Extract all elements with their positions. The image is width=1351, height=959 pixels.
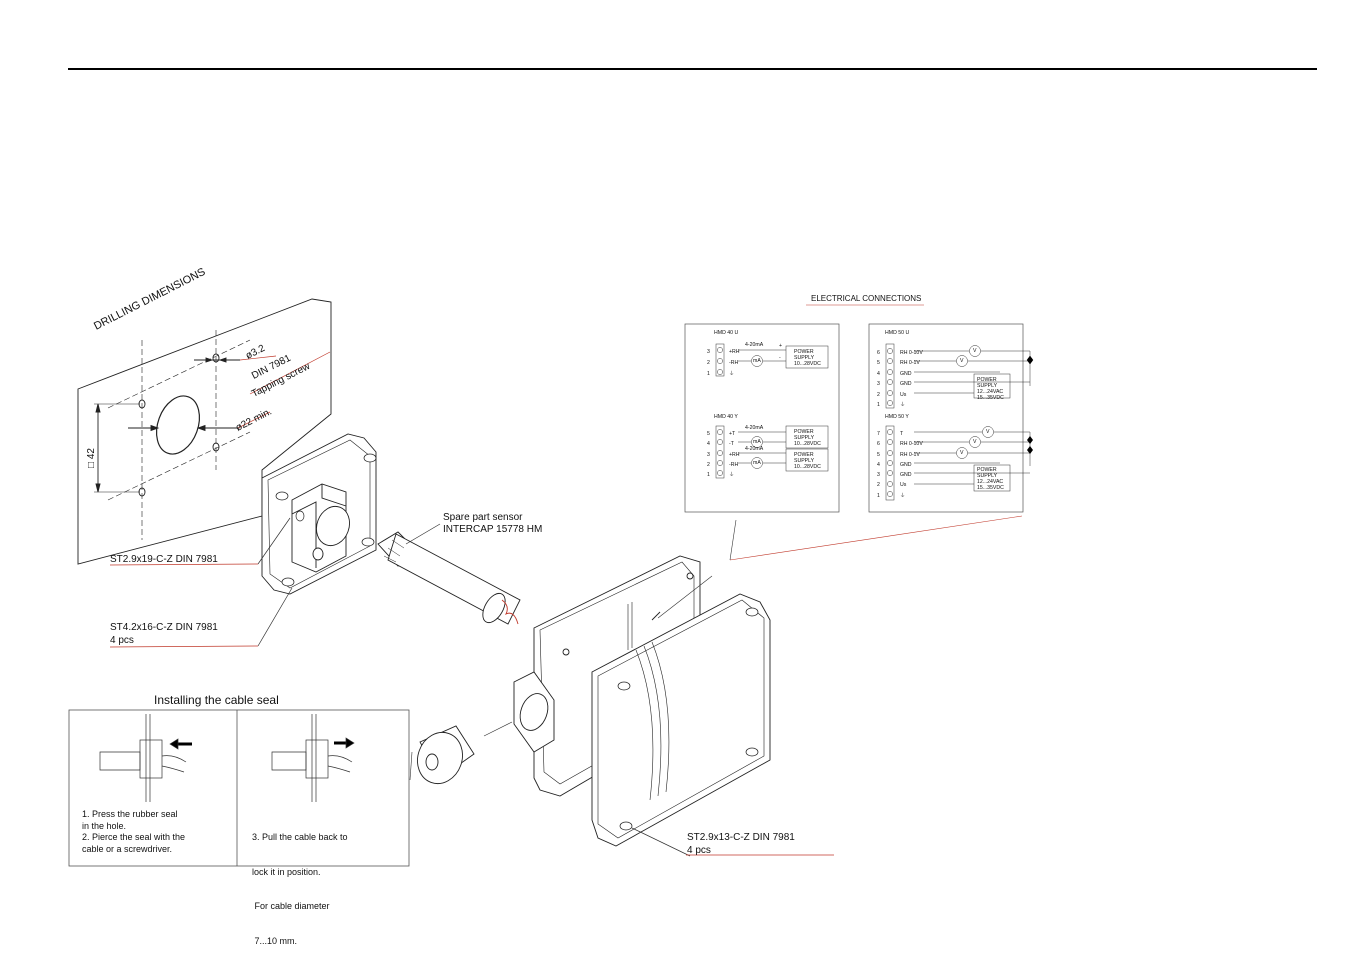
drill-hole-tr [212, 353, 220, 363]
electrical-connections-title: ELECTRICAL CONNECTIONS [811, 294, 922, 303]
hmd50y-signals: T RH 0-10V RH 0-1V GND GND Us ⏚ [900, 431, 923, 499]
cable-seal-title: Installing the cable seal [154, 693, 279, 707]
screw-b-callout-line1: ST4.2x16-C-Z DIN 7981 [110, 622, 218, 633]
hmd50y-meter-a: V [986, 429, 990, 435]
screw-c-callout-line1: ST2.9x13-C-Z DIN 7981 [687, 832, 795, 843]
hmd50y-wiring [885, 425, 1031, 501]
hmd40y-signals: +T -T +RH -RH ⏚ [729, 431, 740, 479]
drill-hole-center [155, 395, 201, 455]
hmd40u-minus: - [779, 355, 781, 361]
hmd50u-supply: POWER SUPPLY 12...24VAC 15...35VDC [977, 377, 1004, 401]
screw-c-callout-line2: 4 pcs [687, 845, 711, 856]
wall-panel [77, 298, 332, 565]
square-dimension-label: □ 42 [86, 448, 97, 468]
cable-seal-step-left: 1. Press the rubber seal in the hole. 2.… [82, 809, 186, 854]
hmd50u-wiring [885, 343, 1031, 409]
hmd40y-wiring [715, 425, 829, 479]
hmd40y-supply-a: POWER SUPPLY 10...28VDC [794, 429, 821, 447]
elec-panel-hmd50 [868, 323, 1024, 513]
hmd40u-terminal-numbers: 3 2 1 [707, 349, 710, 377]
screw-b-callout-line2: 4 pcs [110, 635, 134, 646]
screw-a-callout: ST2.9x19-C-Z DIN 7981 [110, 554, 218, 565]
hmd50y-meter-c: V [960, 450, 964, 456]
sensor-probe [377, 531, 521, 625]
hmd40y-current-a: 4-20mA [745, 425, 764, 431]
hmd50u-terminal-numbers: 6 5 4 3 2 1 [877, 350, 880, 409]
hmd40y-terminal-numbers: 5 4 3 2 1 [707, 431, 710, 479]
cable-seal [417, 725, 475, 785]
hmd40y-meter-a: mA [753, 439, 761, 445]
hmd40u-current: 4-20mA [745, 342, 764, 348]
hmd40y-current-b: 4-20mA [745, 446, 764, 452]
seal-illustration-right [271, 714, 355, 802]
hmd40y-model: HMD 40 Y [714, 414, 738, 420]
hmd40u-meter: mA [753, 358, 761, 364]
drill-hole-br [212, 442, 220, 452]
hmd50y-model: HMD 50 Y [885, 414, 909, 420]
hmd50u-meter-a: V [973, 348, 977, 354]
mounting-bracket [261, 433, 377, 595]
seal-illustration-left [99, 714, 192, 802]
sensor-callout-line1: Spare part sensor [443, 512, 523, 523]
housing-lid [591, 593, 771, 847]
hmd40u-model: HMD 40 U [714, 330, 739, 336]
hmd50u-meter-b: V [960, 358, 964, 364]
hmd40u-plus: + [779, 343, 783, 349]
hmd40y-meter-b: mA [753, 460, 761, 466]
hmd50y-supply: POWER SUPPLY 12...24VAC 15...35VDC [977, 467, 1004, 491]
hmd50u-signals: RH 0-10V RH 0-1V GND GND Us ⏚ [900, 350, 923, 409]
hmd50y-terminal-numbers: 7 6 5 4 3 2 1 [877, 431, 880, 499]
cable-seal-step-right: 3. Pull the cable back to lock it in pos… [252, 832, 348, 946]
hmd40u-signals: +RH -RH ⏚ [729, 349, 740, 377]
hmd40u-wiring [715, 343, 829, 377]
elec-panel-hmd40 [684, 323, 840, 513]
hmd40y-supply-b: POWER SUPPLY 10...28VDC [794, 452, 821, 470]
sensor-callout-line2: INTERCAP 15778 HM [443, 524, 543, 535]
cable-seal-box [68, 709, 410, 867]
hmd50y-meter-b: V [973, 439, 977, 445]
hmd50u-model: HMD 50 U [885, 330, 910, 336]
hmd40u-supply: POWER SUPPLY 10...28VDC [794, 349, 821, 367]
